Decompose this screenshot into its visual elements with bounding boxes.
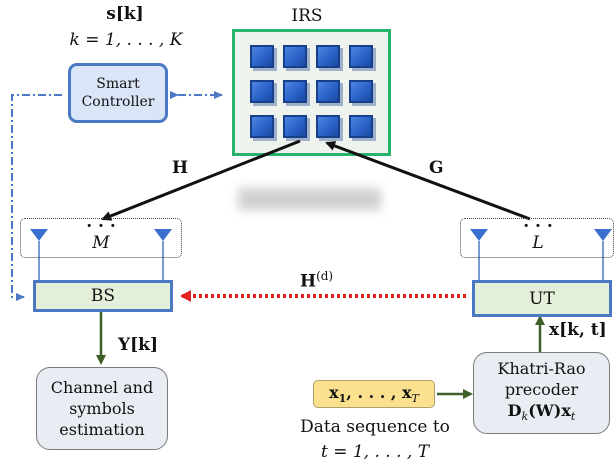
precoder-line2: precoder	[504, 380, 579, 400]
ut-label: UT	[529, 288, 555, 309]
bs-output-label: Y[k]	[118, 335, 159, 355]
irs-label: IRS	[291, 6, 323, 26]
ut-input-label: x[k, t]	[549, 320, 607, 340]
controller-label-line1: Smart	[96, 76, 140, 92]
controller-signal-label: s[k]	[106, 4, 144, 24]
ut-box: UT	[472, 280, 612, 317]
smart-controller-box: Smart Controller	[68, 63, 168, 123]
h-channel-label: H	[172, 158, 189, 178]
irs-element	[349, 80, 373, 103]
irs-element	[283, 115, 307, 138]
ut-antenna-count: L	[532, 233, 544, 253]
irs-element	[316, 115, 340, 138]
ut-antenna-dots: . . .	[523, 212, 553, 232]
direct-channel-label: H(d)	[300, 269, 334, 292]
irs-element	[250, 80, 274, 103]
irs-element	[316, 45, 340, 68]
antenna-icon	[470, 229, 488, 241]
controller-bs-link	[11, 94, 62, 301]
estimation-box: Channel and symbols estimation	[36, 367, 168, 450]
data-sequence-caption-line1: Data sequence to	[300, 417, 450, 437]
controller-label-line2: Controller	[81, 94, 155, 110]
irs-element	[283, 45, 307, 68]
irs-element	[250, 45, 274, 68]
irs-element	[250, 115, 274, 138]
bs-antenna-count: M	[92, 233, 110, 253]
g-channel-arrow	[325, 141, 531, 221]
irs-element	[349, 115, 373, 138]
g-channel-label: G	[429, 158, 444, 178]
bs-antenna-dots: . . .	[86, 212, 116, 232]
irs-element	[283, 80, 307, 103]
blurred-region	[238, 188, 381, 210]
precoder-line3: Dk(W)xt	[507, 401, 576, 424]
estimation-line1: Channel and	[50, 378, 154, 397]
bs-antenna-group	[20, 218, 182, 258]
precoder-box: Khatri-Rao precoder Dk(W)xt	[473, 352, 610, 434]
irs-element	[316, 80, 340, 103]
data-sequence-caption-line2: t = 1, . . . , T	[320, 442, 430, 462]
bs-label: BS	[90, 286, 116, 306]
antenna-icon	[594, 229, 612, 241]
precoder-line1: Khatri-Rao	[497, 359, 586, 379]
ut-antenna-array	[470, 229, 612, 282]
data-sequence-box: x1, . . . , xT	[313, 380, 435, 408]
antenna-icon	[154, 229, 172, 241]
bs-box: BS	[33, 280, 173, 312]
estimation-line2: symbols	[69, 399, 135, 418]
bs-antenna-array	[30, 229, 172, 282]
irs-panel	[232, 29, 391, 156]
estimation-line3: estimation	[59, 420, 145, 439]
irs-element	[349, 45, 373, 68]
antenna-icon	[30, 229, 48, 241]
controller-range-label: k = 1, . . . , K	[69, 30, 183, 50]
h-channel-arrow	[101, 139, 301, 221]
